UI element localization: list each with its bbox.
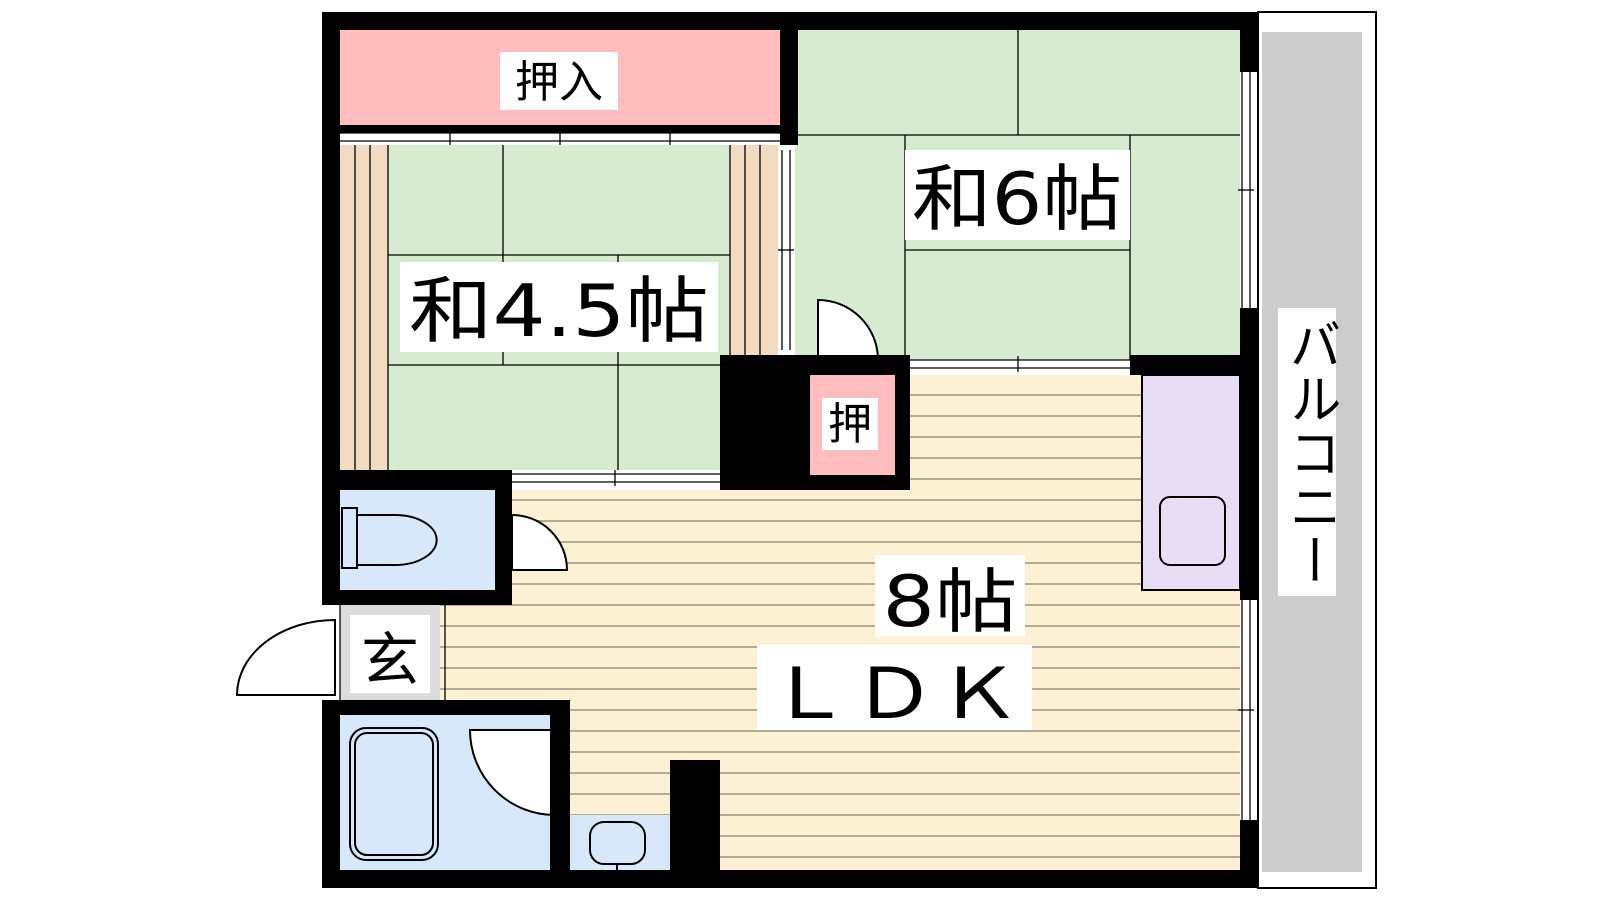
ldk-name-label: ＬＤＫ: [767, 653, 1022, 735]
door-swings: [235, 298, 880, 817]
side-board-right: [730, 145, 778, 355]
toilet-room: [340, 490, 495, 590]
ldk-name-label-bg: [757, 645, 1032, 730]
bathtub-icon: [349, 727, 439, 861]
genkan-label-bg: [350, 615, 430, 693]
washitsu-large-label: 和6帖: [912, 157, 1122, 241]
oshiire-label: 押入: [515, 57, 603, 108]
toilet-icon: [341, 507, 438, 569]
oshi-small-label-bg: [822, 398, 878, 450]
walls: [322, 12, 1258, 888]
washitsu-large-label-bg: [905, 150, 1130, 240]
ldk-size-label: 8帖: [883, 561, 1018, 643]
ldk-floor: [440, 375, 1240, 870]
washroom: [570, 815, 670, 870]
washitsu-small-label-bg: [400, 262, 718, 352]
oshiire-label-bg: [500, 52, 618, 110]
side-board-left: [340, 145, 388, 470]
sink-icon: [1159, 496, 1226, 566]
balcony-label: バルコニー: [1280, 317, 1340, 587]
oshi-small-label: 押: [828, 399, 872, 450]
kitchen-counter: [1141, 374, 1241, 591]
genkan-label: 玄: [361, 626, 419, 694]
balcony-label-bg: [1278, 308, 1336, 596]
washitsu-small-label: 和4.5帖: [409, 269, 709, 353]
ldk-size-label-bg: [875, 555, 1025, 637]
